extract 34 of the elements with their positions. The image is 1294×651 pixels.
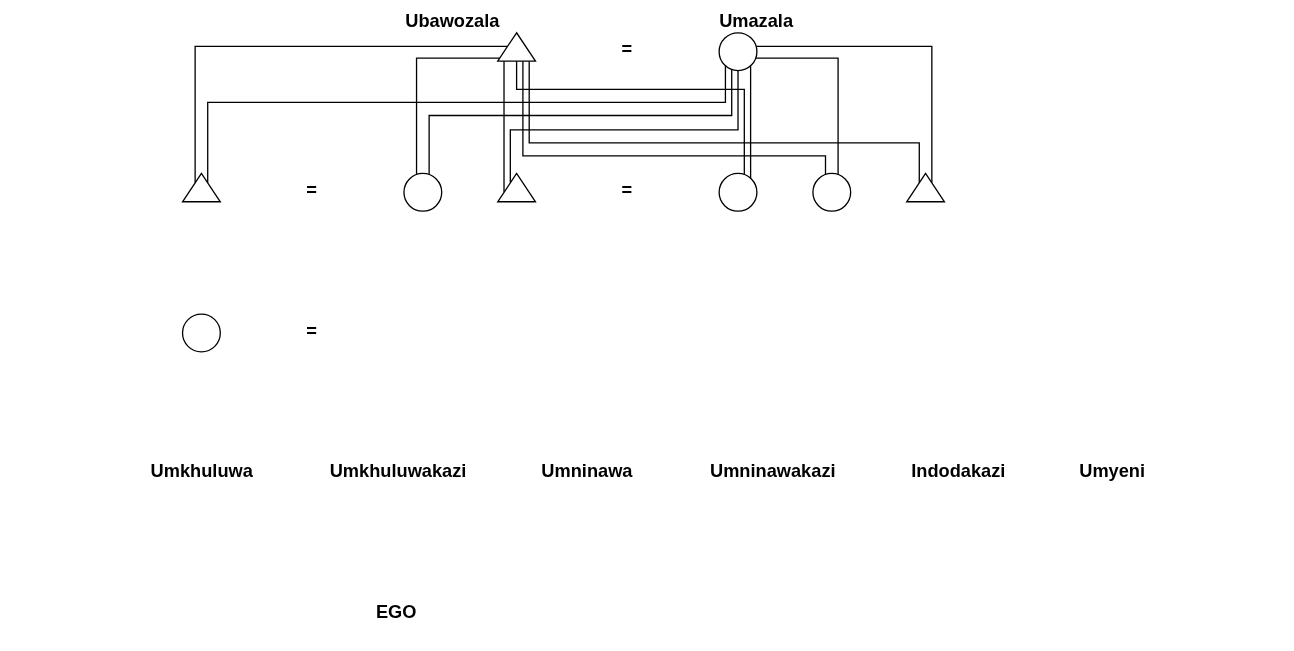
connector (749, 65, 751, 179)
label: = (305, 178, 317, 200)
node-circle (181, 313, 221, 353)
connector (754, 57, 839, 175)
connector (755, 45, 932, 184)
connector (502, 60, 505, 193)
node-circle (718, 172, 758, 212)
node-circle (402, 172, 442, 212)
label: = (620, 178, 632, 200)
node-circle (718, 32, 758, 72)
label: Umninawa (540, 460, 632, 482)
connector (415, 57, 500, 175)
label: = (620, 38, 632, 60)
connector (515, 60, 745, 176)
node-triangle (496, 172, 537, 203)
label: Umkhuluwakazi (329, 460, 466, 482)
node-triangle (180, 172, 222, 203)
connector (194, 45, 508, 184)
connector (206, 65, 726, 184)
node-triangle (496, 31, 537, 62)
node-label: Ubawozala (404, 9, 499, 31)
connector (521, 60, 826, 176)
connector (427, 69, 732, 176)
label: = (305, 319, 317, 341)
node-circle (811, 172, 851, 212)
label: EGO (375, 600, 416, 622)
node-label: Umazala (718, 9, 793, 31)
label: Umninawakazi (709, 460, 836, 482)
label: Umkhuluwa (150, 460, 253, 482)
label: Umyeni (1078, 460, 1145, 482)
connector (509, 69, 739, 184)
node-triangle (904, 172, 946, 203)
label: Indodakazi (910, 460, 1005, 482)
connector (528, 60, 920, 184)
